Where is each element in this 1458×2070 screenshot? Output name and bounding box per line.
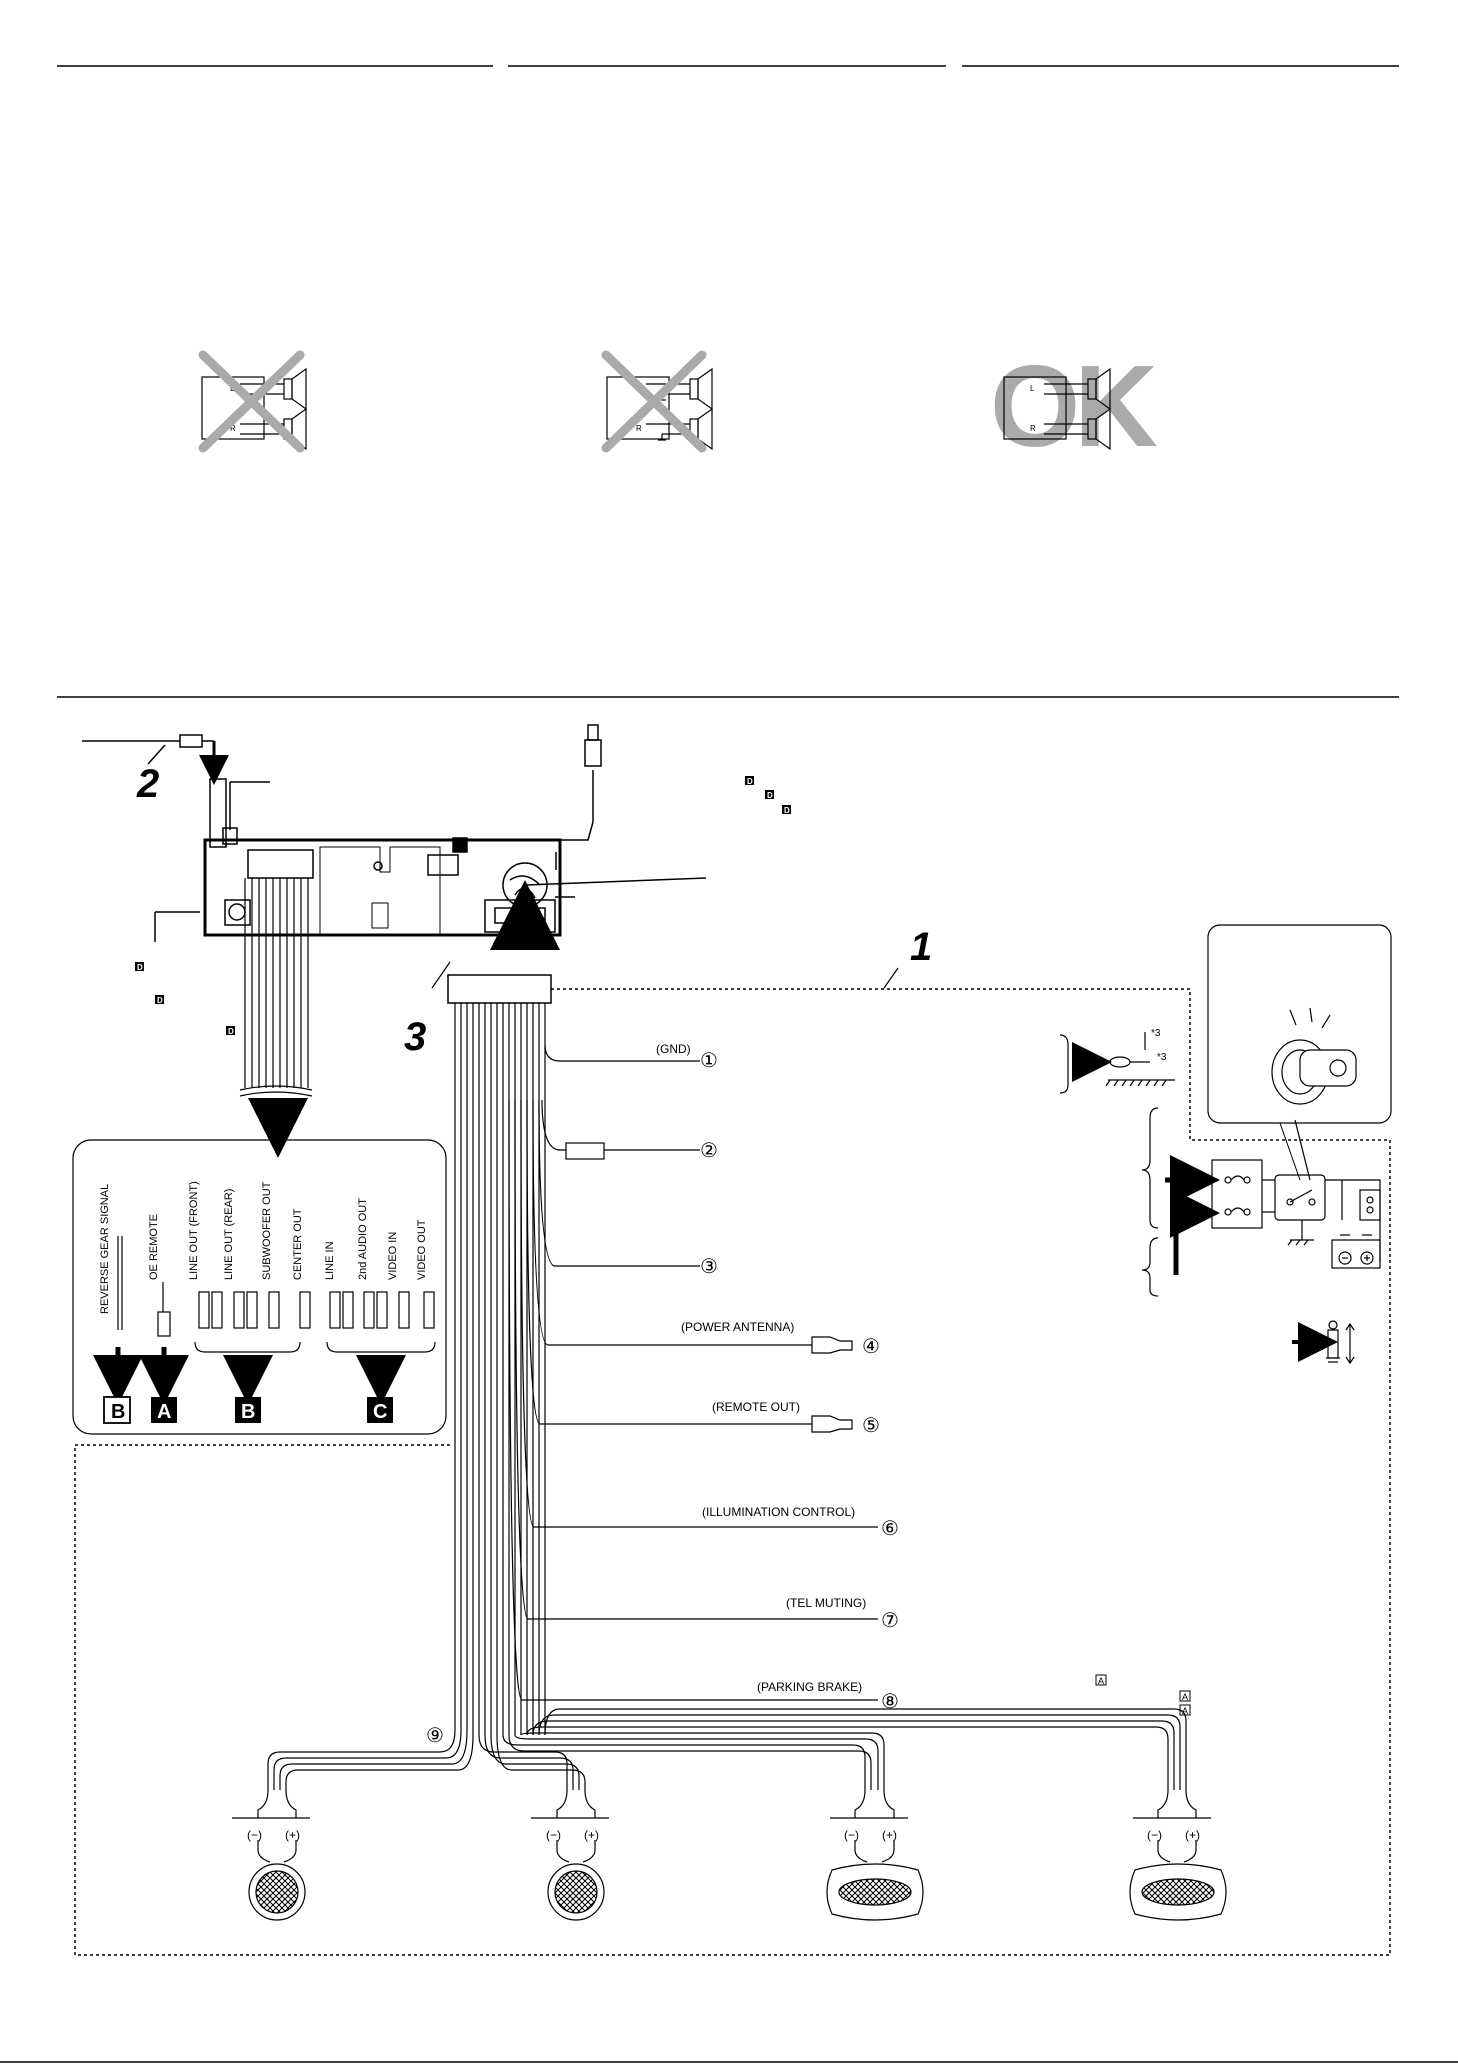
lead-num-9: ⑨ xyxy=(426,1725,444,1747)
rca-label-line-in: LINE IN xyxy=(324,1241,336,1280)
speaker-panel-wrong-1: L R xyxy=(198,350,307,453)
screw-note-2: *3 xyxy=(1157,1052,1167,1063)
lead-num-6: ⑥ xyxy=(881,1518,899,1540)
spk1-plus: (+) xyxy=(285,1828,300,1842)
rca-arrows xyxy=(93,1347,406,1405)
rca-label-oe-remote: OE REMOTE xyxy=(148,1214,160,1280)
rca-label-video-out: VIDEO OUT xyxy=(416,1219,428,1280)
spk3-plus: (+) xyxy=(882,1828,897,1842)
speaker-panel-wrong-2: L R xyxy=(601,350,713,453)
lead-num-7: ⑦ xyxy=(881,1610,899,1632)
step-2-label: 2 xyxy=(136,762,159,806)
mark-a3: A xyxy=(1182,1706,1188,1716)
mark-d1: D xyxy=(747,777,753,786)
mark-d2: D xyxy=(767,791,773,800)
lead-label-tel-muting: (TEL MUTING) xyxy=(786,1596,866,1610)
speaker-rear-left xyxy=(826,1789,924,1921)
harness-wires xyxy=(454,1003,878,1735)
speaker-wires xyxy=(267,1708,1187,1790)
lead-num-2: ② xyxy=(700,1140,718,1162)
panel3-label-l: L xyxy=(1030,384,1035,393)
lead-num-4: ④ xyxy=(862,1336,880,1358)
rca-label-line-out-front: LINE OUT (FRONT) xyxy=(188,1181,200,1280)
lead-label-parking-brake: (PARKING BRAKE) xyxy=(757,1680,862,1694)
mark-d6: D xyxy=(228,1027,234,1036)
power-antenna-connector xyxy=(811,1336,853,1354)
spk1-minus: (−) xyxy=(247,1828,262,1842)
screw-note-1: *3 xyxy=(1151,1028,1161,1039)
speaker-rear-right xyxy=(1129,1789,1227,1921)
ignition-key-callout xyxy=(1207,924,1392,1181)
rca-label-center-out: CENTER OUT xyxy=(292,1208,304,1280)
mark-d4: D xyxy=(137,963,143,972)
spk4-plus: (+) xyxy=(1185,1828,1200,1842)
remote-out-connector xyxy=(811,1415,853,1433)
spk2-minus: (−) xyxy=(546,1828,561,1842)
rca-label-subwoofer-out: SUBWOOFER OUT xyxy=(261,1181,273,1280)
antenna-plug xyxy=(82,734,229,785)
mark-d5: D xyxy=(157,996,163,1005)
lead-num-1: ① xyxy=(700,1050,718,1072)
fuse-icon xyxy=(565,1142,605,1160)
ok-mark: OK xyxy=(990,341,1157,471)
panel2-label-r: R xyxy=(636,424,642,433)
lead-label-remote-out: (REMOTE OUT) xyxy=(712,1400,800,1414)
step-1-label: 1 xyxy=(910,925,932,969)
lead-num-3: ③ xyxy=(700,1256,718,1278)
mark-d3: D xyxy=(784,806,790,815)
mark-a1: A xyxy=(1098,1676,1104,1686)
rca-label-line-out-rear: LINE OUT (REAR) xyxy=(223,1189,235,1280)
group-b-label-1: B xyxy=(111,1401,125,1423)
lead-label-power-antenna: (POWER ANTENNA) xyxy=(681,1320,794,1334)
lead-num-5: ⑤ xyxy=(862,1415,880,1437)
rca-label-2nd-audio-out: 2nd AUDIO OUT xyxy=(357,1198,369,1280)
ground-screw-illustration xyxy=(1059,1032,1175,1094)
lead-label-illumination: (ILLUMINATION CONTROL) xyxy=(702,1505,855,1519)
panel3-label-r: R xyxy=(1030,424,1036,433)
rca-label-video-in: VIDEO IN xyxy=(387,1232,399,1280)
speaker-front-right xyxy=(531,1789,609,1921)
power-antenna-icon xyxy=(1292,1320,1355,1365)
lead-label-gnd: (GND) xyxy=(656,1042,691,1056)
top-rules xyxy=(57,65,1399,698)
head-unit-rear xyxy=(154,724,707,950)
panel1-label-r: R xyxy=(230,424,236,433)
harness-outline xyxy=(74,988,1391,1956)
step-3-label: 3 xyxy=(404,1015,426,1059)
group-b-label-2: B xyxy=(241,1401,255,1423)
mark-a2: A xyxy=(1182,1692,1188,1702)
spk2-plus: (+) xyxy=(584,1828,599,1842)
speaker-front-left xyxy=(232,1789,310,1921)
spk3-minus: (−) xyxy=(844,1828,859,1842)
rca-cable-bundle xyxy=(239,878,313,1158)
cross-mark-icon xyxy=(601,350,707,453)
harness-connector xyxy=(447,974,552,1004)
cross-mark-icon xyxy=(198,350,305,453)
speaker-panel-ok: OK L R xyxy=(990,341,1163,471)
lead-num-8: ⑧ xyxy=(881,1691,899,1713)
rca-panel xyxy=(72,1139,447,1435)
group-c-label: C xyxy=(373,1401,387,1423)
spk4-minus: (−) xyxy=(1147,1828,1162,1842)
group-a-label: A xyxy=(157,1401,171,1423)
rca-label-reverse-gear: REVERSE GEAR SIGNAL xyxy=(99,1184,111,1314)
ignition-battery-diagram xyxy=(1141,1107,1381,1297)
